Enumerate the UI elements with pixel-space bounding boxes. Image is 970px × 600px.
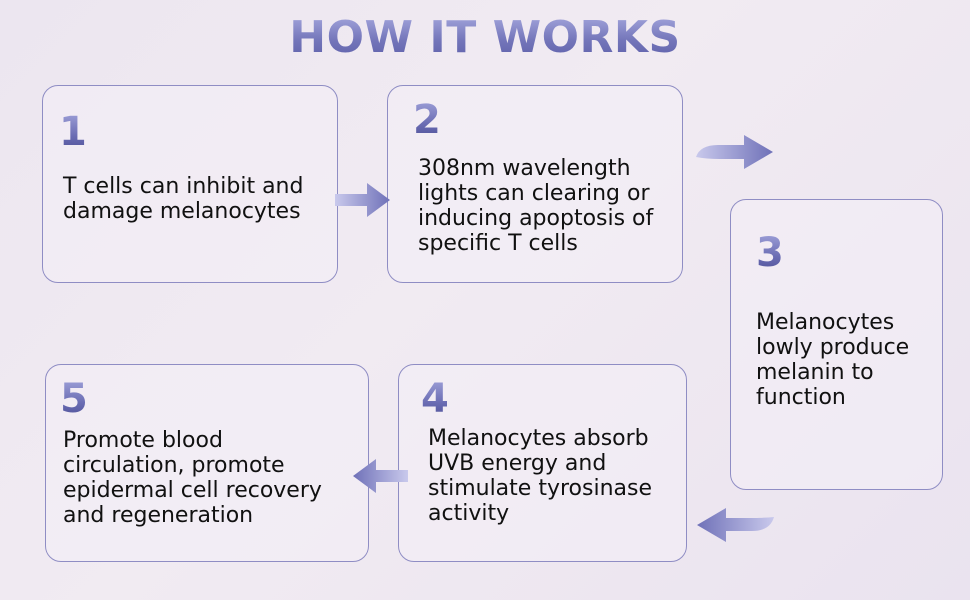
step-5-text: Promote blood circulation, promote epide…	[63, 428, 322, 528]
step-5-box: 5 Promote blood circulation, promote epi…	[45, 364, 369, 562]
curved-arrow-right-icon	[696, 135, 773, 169]
step-2-text: 308nm wavelength lights can clearing or …	[418, 156, 654, 256]
arrow-right-icon	[335, 183, 390, 217]
step-3-box: 3 Melanocytes lowly produce melanin to f…	[730, 199, 943, 490]
curved-arrow-left-icon	[697, 508, 774, 542]
step-4-box: 4 Melanocytes absorb UVB energy and stim…	[398, 364, 687, 562]
step-2-number: 2	[413, 97, 441, 143]
step-4-number: 4	[421, 376, 449, 422]
step-2-box: 2 308nm wavelength lights can clearing o…	[387, 85, 683, 283]
page-title: HOW IT WORKS	[0, 12, 970, 63]
step-3-number: 3	[756, 230, 784, 276]
step-1-number: 1	[59, 109, 87, 155]
step-1-text: T cells can inhibit and damage melanocyt…	[63, 174, 304, 224]
arrow-left-icon	[353, 459, 408, 493]
step-1-box: 1 T cells can inhibit and damage melanoc…	[42, 85, 338, 283]
step-3-text: Melanocytes lowly produce melanin to fun…	[756, 310, 910, 410]
step-4-text: Melanocytes absorb UVB energy and stimul…	[428, 426, 652, 526]
step-5-number: 5	[60, 376, 88, 422]
